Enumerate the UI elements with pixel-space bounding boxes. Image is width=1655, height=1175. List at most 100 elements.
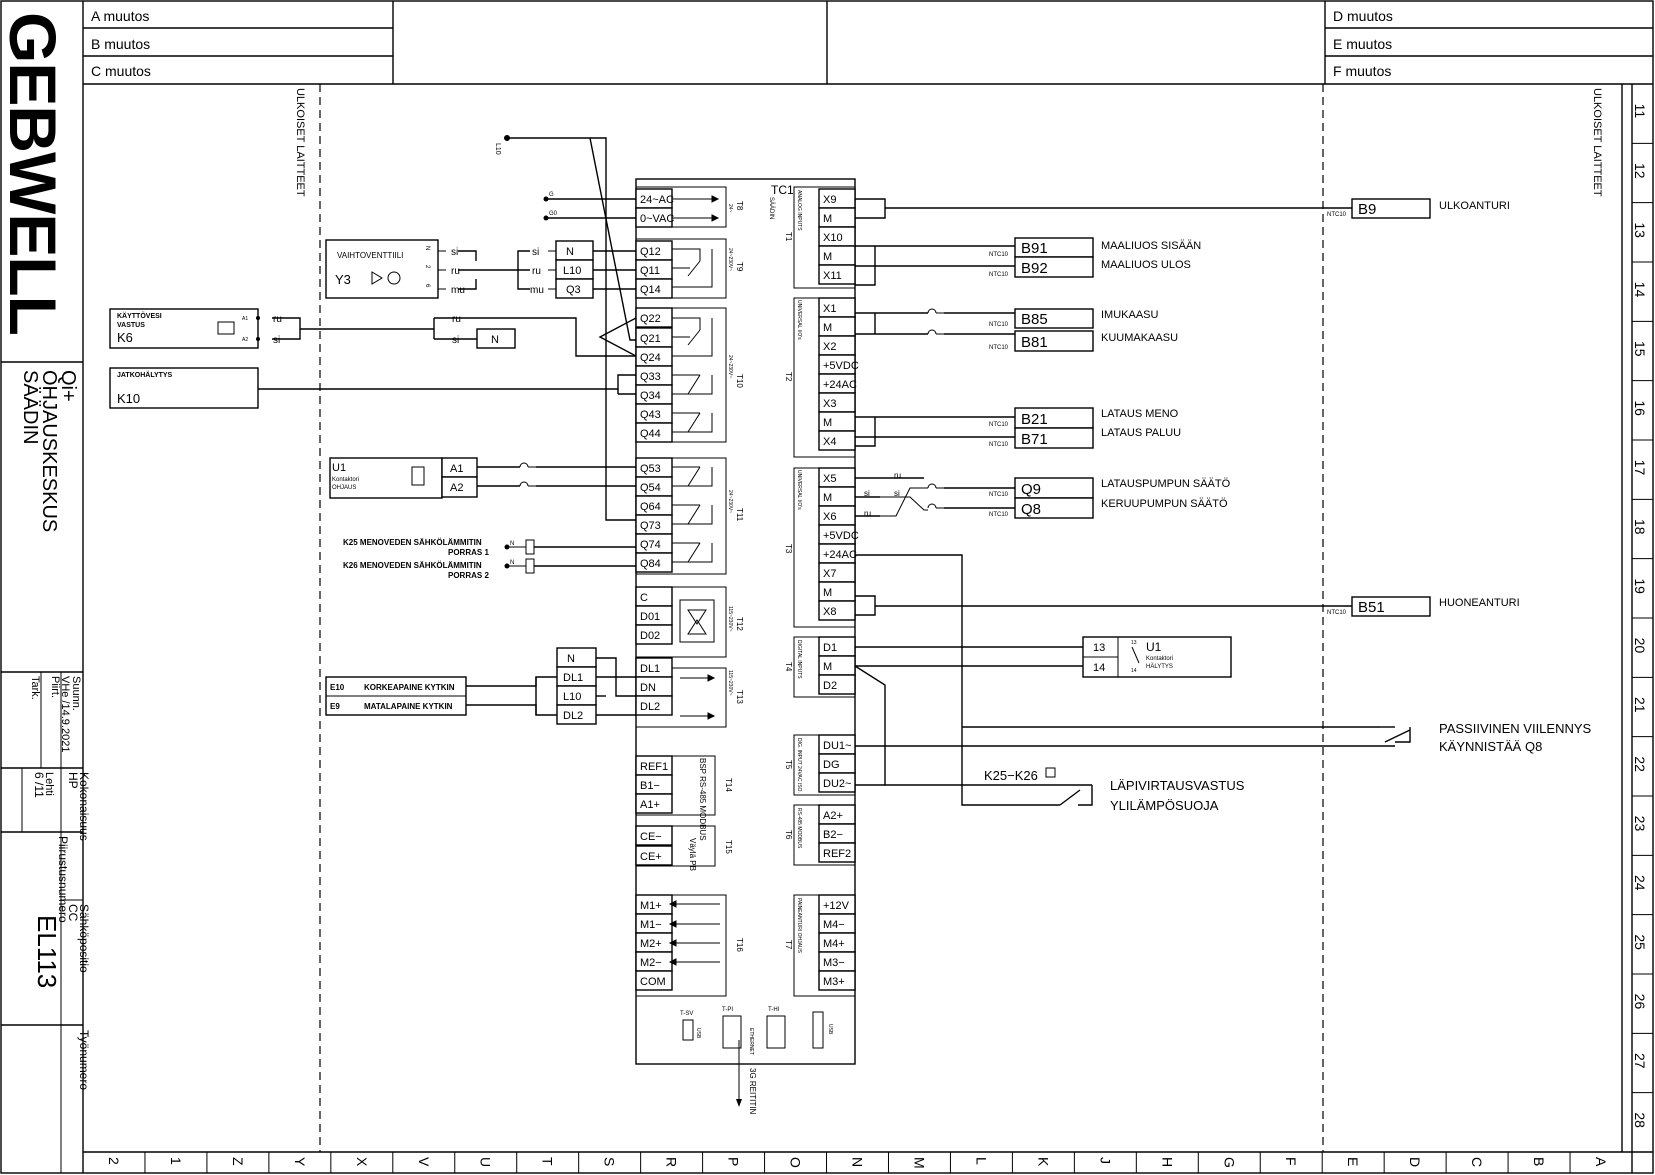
right-terminal-label: D1 xyxy=(823,642,837,654)
q8-label: KERUUPUMPUN SÄÄTÖ xyxy=(1101,498,1228,510)
k10-box xyxy=(109,367,259,409)
k25-label: K25 MENOVEDEN SÄHKÖLÄMMITIN xyxy=(343,538,482,547)
k6-pin-a1: A1 xyxy=(242,316,248,322)
block-tag-t5: T5 xyxy=(784,760,793,770)
left-terminal-label: DL1 xyxy=(640,663,660,675)
usb-icon xyxy=(812,1011,824,1049)
right-terminal-label: M3− xyxy=(823,957,845,969)
k6-box xyxy=(109,308,259,349)
overheat-icon xyxy=(1045,767,1056,778)
bottom-grid-cell: F xyxy=(1283,1157,1299,1166)
y3-tag: Y3 xyxy=(335,272,351,287)
b51-ntc: NTC10 xyxy=(1327,610,1347,616)
suunn-value: VHe /14.9.2021 xyxy=(59,676,71,752)
right-grid-cell: 22 xyxy=(1632,756,1648,772)
left-terminal-label: Q33 xyxy=(640,371,661,383)
right-grid-cell: 27 xyxy=(1632,1053,1648,1069)
k25-n: N xyxy=(510,541,514,547)
port-pi: T-PI xyxy=(722,1007,733,1013)
y3-wire-ru: ru xyxy=(451,266,460,277)
note-t6: RS-485 MODBUS xyxy=(796,808,802,849)
right-terminal-label: A2+ xyxy=(823,810,843,822)
pr-term-n: N xyxy=(567,653,575,665)
u1-alarm-term-13: 13 xyxy=(1093,642,1105,654)
relay-coil-icon xyxy=(217,321,235,335)
left-terminal-label: Q43 xyxy=(640,409,661,421)
project-line3: SÄÄDIN xyxy=(19,370,41,444)
u1-alarm-pin-14: 14 xyxy=(1131,668,1137,674)
router-label: 3G REITITIN xyxy=(748,1068,757,1114)
block-tag-t3: T3 xyxy=(784,544,793,554)
k6-n-term: N xyxy=(491,334,499,346)
q8-output: Q8 NTC10 KERUUPUMPUN SÄÄTÖ xyxy=(989,497,1228,519)
left-terminal-label: REF1 xyxy=(640,761,668,773)
block-tag-t13: T13 xyxy=(735,690,744,704)
right-grid-cell: 21 xyxy=(1632,697,1648,713)
revision-f: F muutos xyxy=(1333,63,1391,79)
note-t13: 115~230V~ xyxy=(727,670,733,696)
passive-cooling-label: PASSIIVINEN VIILENNYS xyxy=(1439,721,1592,736)
b21-tag: B21 xyxy=(1021,411,1048,428)
left-terminal-label: COM xyxy=(640,976,666,988)
q-wire-si1: si xyxy=(864,489,870,498)
note-t1: ANALOG INPUTS xyxy=(796,190,802,231)
right-terminal-label: X1 xyxy=(823,303,836,315)
k26-label: K26 MENOVEDEN SÄHKÖLÄMMITIN xyxy=(343,561,482,570)
y3-pin-n: N xyxy=(424,246,430,250)
right-terminals: X9MX10MX11X1MX2+5VDC+24ACX3MX4X5MX6+5VDC… xyxy=(818,188,859,991)
right-terminal-label: X10 xyxy=(823,232,843,244)
b85-ntc: NTC10 xyxy=(989,322,1009,328)
brand-logo: GEBWELL xyxy=(0,12,70,335)
left-terminal-label: Q64 xyxy=(640,501,661,513)
y3-wire-si: si xyxy=(451,247,458,258)
right-grid-cell: 13 xyxy=(1632,222,1648,238)
q9-label: LATAUSPUMPUN SÄÄTÖ xyxy=(1101,478,1231,490)
b9-tag: B9 xyxy=(1358,201,1376,218)
bottom-grid-cell: P xyxy=(726,1157,742,1166)
left-terminals: 24~AC0~VACQ12Q11Q14Q22Q21Q24Q33Q34Q43Q44… xyxy=(635,188,674,991)
k10-tag: K10 xyxy=(117,391,140,406)
left-terminal-label: M1+ xyxy=(640,900,662,912)
left-terminal-cell xyxy=(635,624,673,645)
port-ethernet: ETHERNET xyxy=(748,1028,754,1055)
left-terminal-label: Q84 xyxy=(640,558,661,570)
b92-ntc: NTC10 xyxy=(989,272,1009,278)
right-terminal-label: M xyxy=(823,492,832,504)
k6-title2: VASTUS xyxy=(117,322,145,329)
left-terminal-label: M2+ xyxy=(640,938,662,950)
right-devices: B9 NTC10 ULKOANTURI B91 NTC10 MAALIUOS S… xyxy=(864,198,1592,813)
right-terminal-cell xyxy=(818,674,856,695)
e10-label: KORKEAPAINE KYTKIN xyxy=(364,683,455,692)
b9-sensor: B9 NTC10 ULKOANTURI xyxy=(1327,198,1510,219)
bottom-grid-cell: T xyxy=(540,1157,556,1166)
q9-output: Q9 NTC10 LATAUSPUMPUN SÄÄTÖ xyxy=(989,477,1231,499)
overheat-label: LÄPIVIRTAUSVASTUS xyxy=(1110,778,1245,793)
kokonaisuus-value: HP xyxy=(66,772,80,789)
controller-name: TC1 xyxy=(771,183,794,197)
bottom-grid-cell: V xyxy=(416,1157,432,1167)
k26-label2: PORRAS 2 xyxy=(448,571,489,580)
right-grid-cell: 11 xyxy=(1632,104,1648,119)
q-wire-si2: si xyxy=(894,489,900,498)
q8-tag: Q8 xyxy=(1021,501,1041,518)
u1-alarm-term-14: 14 xyxy=(1093,662,1105,674)
u1-alarm-pin-13: 13 xyxy=(1131,640,1137,646)
right-grid-cell: 26 xyxy=(1632,994,1648,1010)
u1-sub2: OHJAUS xyxy=(332,485,356,491)
left-terminal-label: Q73 xyxy=(640,520,661,532)
b51-sensor: B51 NTC10 HUONEANTURI xyxy=(1327,596,1520,617)
right-terminal-label: X8 xyxy=(823,606,836,618)
left-terminal-label: CE+ xyxy=(640,851,662,863)
right-terminal-label: DU2~ xyxy=(823,778,851,790)
bottom-grid-cell: U xyxy=(478,1157,494,1167)
pr-term-l10: L10 xyxy=(563,691,581,703)
bottom-grid-cell: S xyxy=(602,1157,618,1166)
u1-term-a2: A2 xyxy=(450,482,463,494)
b51-tag: B51 xyxy=(1358,599,1385,616)
right-terminal-label: M4− xyxy=(823,919,845,931)
b91-sensor: B91 NTC10 MAALIUOS SISÄÄN xyxy=(989,237,1201,258)
zone-label-right: ULKOISET LAITTEET xyxy=(1591,88,1603,197)
right-terminal-label: M xyxy=(823,587,832,599)
left-terminal-label: Q12 xyxy=(640,246,661,258)
right-terminal-cell xyxy=(818,430,856,451)
